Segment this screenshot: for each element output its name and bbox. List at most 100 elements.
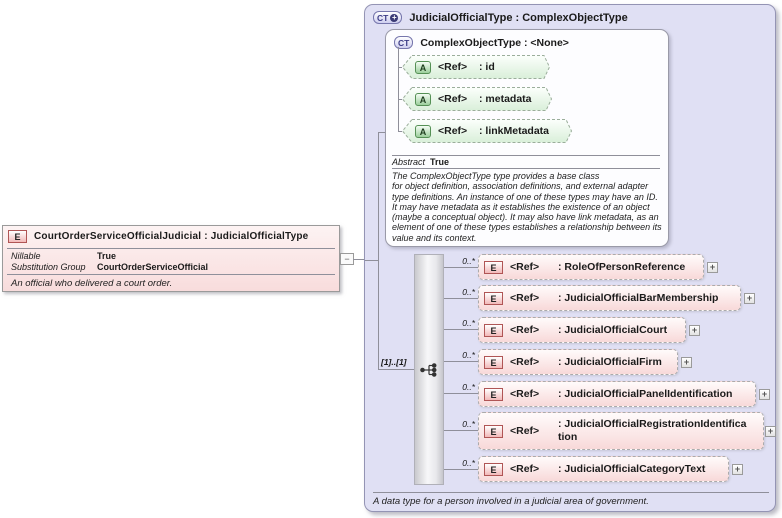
divider	[392, 168, 660, 169]
connector-line	[444, 469, 478, 470]
element-icon: E	[484, 424, 503, 438]
element-title: CourtOrderServiceOfficialJudicial : Judi…	[34, 231, 309, 242]
compositor-cardinality: [1]..[1]	[381, 357, 407, 367]
element-ref: <Ref>	[510, 292, 540, 304]
attribute-id[interactable]: A <Ref> : id	[402, 55, 550, 79]
connector-line	[378, 132, 379, 370]
element-name: : JudicialOfficialCategoryText	[558, 463, 706, 475]
hexagon-shape	[402, 55, 550, 79]
attribute-name: : linkMetadata	[479, 125, 550, 137]
element-name: : JudicialOfficialPanelIdentification	[558, 388, 733, 400]
attribute-icon: A	[415, 124, 431, 138]
complex-type-plus-icon: CT+	[373, 11, 403, 24]
element-row-judicial-official-registration-identification[interactable]: E <Ref> : JudicialOfficialRegistrationId…	[478, 412, 776, 450]
property-value-nillable: True	[97, 251, 117, 261]
element-icon: E	[484, 355, 503, 369]
element-row-judicial-official-panel-identification[interactable]: E <Ref> : JudicialOfficialPanelIdentific…	[478, 381, 770, 407]
element-icon: E	[484, 387, 503, 401]
connector-line	[444, 329, 478, 330]
base-type-annotation: The ComplexObjectType type provides a ba…	[392, 171, 662, 243]
element-row-judicial-official-court[interactable]: E <Ref> : JudicialOfficialCourt +	[478, 317, 700, 343]
element-name: : JudicialOfficialCourt	[558, 324, 668, 336]
cardinality-label: 0..*	[462, 419, 475, 429]
divider	[392, 155, 660, 156]
cardinality-label: 0..*	[462, 287, 475, 297]
property-name-substitution-group: Substitution Group	[11, 262, 86, 272]
connector-line	[398, 99, 402, 100]
attribute-link-metadata[interactable]: A <Ref> : linkMetadata	[402, 119, 572, 143]
element-icon: E	[8, 230, 27, 243]
type-annotation: A data type for a person involved in a j…	[373, 496, 649, 507]
cardinality-label: 0..*	[462, 318, 475, 328]
element-row-judicial-official-bar-membership[interactable]: E <Ref> : JudicialOfficialBarMembership …	[478, 285, 755, 311]
attribute-icon: A	[415, 92, 431, 106]
property-name-abstract: Abstract	[392, 157, 426, 167]
element-ref: <Ref>	[510, 324, 540, 336]
expand-button[interactable]: +	[707, 262, 718, 273]
connector-line	[444, 298, 478, 299]
expand-button[interactable]: +	[744, 293, 755, 304]
connector-line	[398, 131, 402, 132]
divider	[373, 492, 769, 493]
divider	[7, 274, 335, 275]
attribute-icon: A	[415, 60, 431, 74]
element-name: : JudicialOfficialBarMembership	[558, 292, 719, 304]
base-type-box-complex-object-type[interactable]: CT ComplexObjectType : <None> A <Ref> : …	[385, 29, 669, 247]
element-box-court-order-service-official-judicial[interactable]: E CourtOrderServiceOfficialJudicial : Ju…	[2, 225, 340, 292]
element-icon: E	[484, 291, 503, 305]
element-properties: Nillable True Substitution Group CourtOr…	[11, 251, 208, 273]
connector-line	[365, 260, 378, 261]
sequence-icon	[420, 362, 438, 383]
connector-line	[378, 132, 385, 133]
cardinality-label: 0..*	[462, 256, 475, 266]
property-value-substitution-group: CourtOrderServiceOfficial	[97, 262, 209, 272]
attribute-name: : id	[479, 61, 495, 73]
element-row-judicial-official-firm[interactable]: E <Ref> : JudicialOfficialFirm +	[478, 349, 692, 375]
element-name: : RoleOfPersonReference	[558, 261, 686, 273]
complex-type-icon: CT	[394, 36, 414, 49]
connector-line	[444, 430, 478, 431]
attribute-name: : metadata	[479, 93, 532, 105]
element-name: : JudicialOfficialRegistrationIdentifica…	[558, 418, 747, 443]
hexagon-shape	[402, 119, 572, 143]
type-panel-title: JudicialOfficialType : ComplexObjectType	[409, 11, 628, 24]
property-name-nillable: Nillable	[11, 251, 41, 261]
type-panel-judicial-official-type[interactable]: CT+ JudicialOfficialType : ComplexObject…	[364, 4, 776, 512]
connector-line	[398, 47, 399, 131]
expand-button[interactable]: +	[732, 464, 743, 475]
connector-line	[444, 393, 478, 394]
element-ref: <Ref>	[510, 261, 540, 273]
connector-line	[444, 267, 478, 268]
cardinality-label: 0..*	[462, 458, 475, 468]
attribute-ref: <Ref>	[438, 93, 468, 105]
cardinality-label: 0..*	[462, 382, 475, 392]
element-ref: <Ref>	[510, 388, 540, 400]
connector-line	[398, 67, 402, 68]
element-ref: <Ref>	[510, 425, 540, 437]
expand-button[interactable]: +	[689, 325, 700, 336]
base-type-title: ComplexObjectType : <None>	[420, 36, 569, 49]
attribute-metadata[interactable]: A <Ref> : metadata	[402, 87, 552, 111]
element-row-judicial-official-category-text[interactable]: E <Ref> : JudicialOfficialCategoryText +	[478, 456, 743, 482]
element-ref: <Ref>	[510, 356, 540, 368]
element-annotation: An official who delivered a court order.	[11, 278, 173, 289]
property-value-abstract: True	[430, 157, 450, 167]
element-icon: E	[484, 323, 503, 337]
divider	[7, 248, 335, 249]
element-icon: E	[484, 462, 503, 476]
element-name: : JudicialOfficialFirm	[558, 356, 662, 368]
hexagon-shape	[402, 87, 552, 111]
collapse-toggle[interactable]: −	[340, 253, 354, 265]
expand-button[interactable]: +	[759, 389, 770, 400]
connector-line	[353, 259, 364, 260]
element-row-role-of-person-reference[interactable]: E <Ref> : RoleOfPersonReference +	[478, 254, 718, 280]
expand-button[interactable]: +	[681, 357, 692, 368]
expand-button[interactable]: +	[765, 426, 776, 437]
attribute-ref: <Ref>	[438, 125, 468, 137]
element-ref: <Ref>	[510, 463, 540, 475]
connector-line	[444, 361, 478, 362]
cardinality-label: 0..*	[462, 350, 475, 360]
element-icon: E	[484, 260, 503, 274]
connector-line	[378, 369, 414, 370]
attribute-ref: <Ref>	[438, 61, 468, 73]
